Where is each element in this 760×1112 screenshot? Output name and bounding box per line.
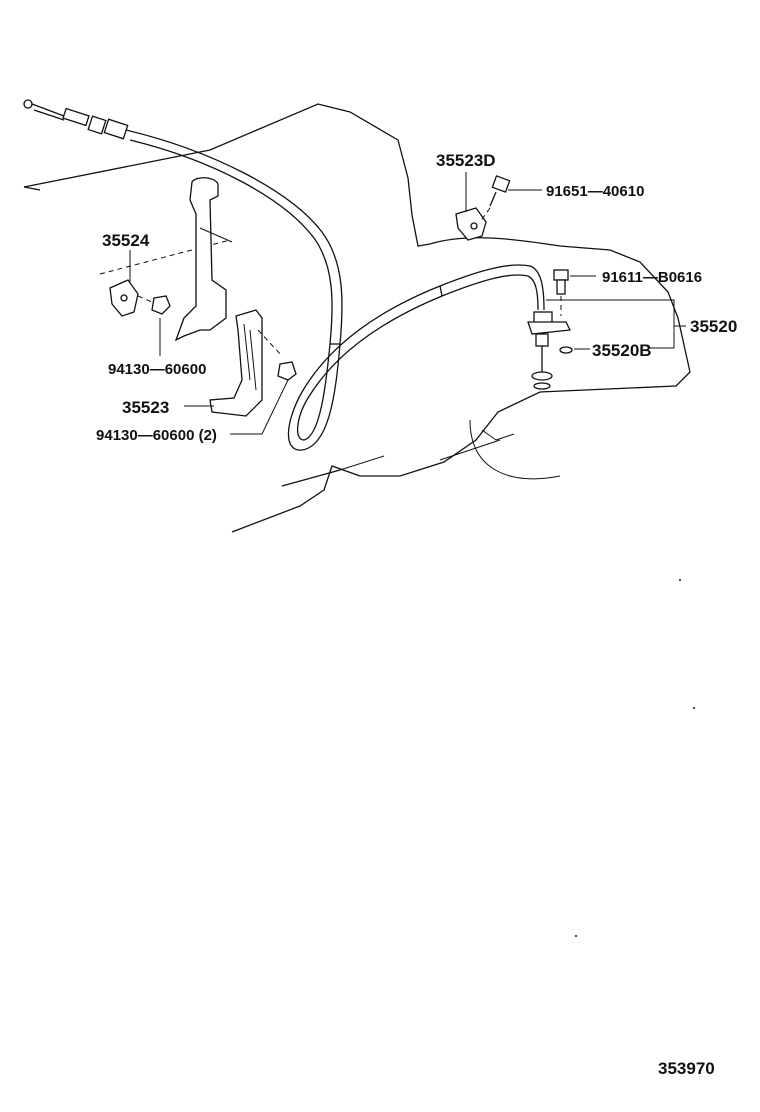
bracket-35523 <box>174 177 297 417</box>
label-91611-B0616: 91611—B0616 <box>602 269 702 286</box>
label-35520: 35520 <box>690 317 737 336</box>
diagram-number: 353970 <box>658 1059 715 1078</box>
cable-end-fittings <box>527 311 573 390</box>
label-94130-60600-2: 94130—60600 (2) <box>96 427 217 444</box>
transmission-outline <box>23 103 691 533</box>
throttle-cable <box>23 99 545 451</box>
scan-dots <box>575 579 695 937</box>
label-35523D: 35523D <box>436 151 496 170</box>
label-91651-40610: 91651—40610 <box>546 183 644 200</box>
bracket-35524 <box>99 239 231 317</box>
bolt-91611-B0616 <box>553 269 569 316</box>
label-35524: 35524 <box>102 231 150 250</box>
leader-lines <box>129 172 686 435</box>
label-35523: 35523 <box>122 398 169 417</box>
label-94130-60600: 94130—60600 <box>108 361 206 378</box>
bracket-35523D <box>455 175 511 241</box>
label-35520B: 35520B <box>592 341 652 360</box>
